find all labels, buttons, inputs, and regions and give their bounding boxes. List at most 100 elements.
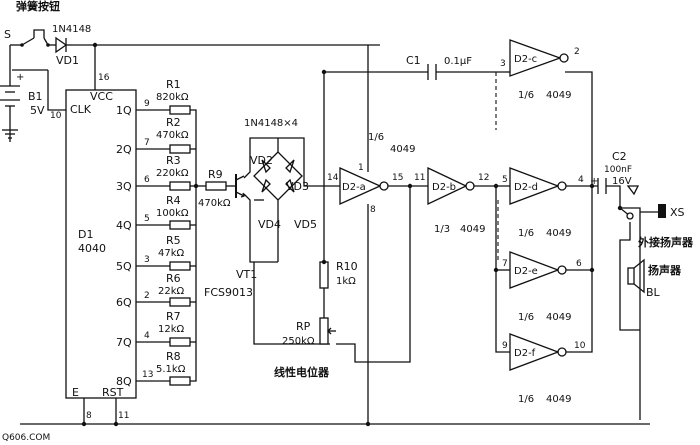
resistor-r8-ref: R8 [166,350,181,363]
ic-rst-pin: 11 [118,411,129,421]
gate-d2-f-part: 4049 [546,394,571,405]
bridge-vd3: VD3 [286,180,309,193]
junction-dots [81,42,623,427]
gate-d2-e-frac: 1/6 [518,312,534,323]
resistor-r4-value: 100kΩ [156,208,189,219]
c1-value: 0.1μF [444,56,472,67]
gate-d2-d-pin-in: 5 [502,175,508,185]
transistor-ref: VT1 [236,268,257,281]
gate-d2-a-pin-in: 14 [327,173,339,183]
diode-vd1 [55,36,72,54]
resistor-r2-value: 470kΩ [156,130,189,141]
ic-output-7q: 7Q [116,336,132,349]
gate-d2-f-pin-in: 9 [502,341,508,351]
jack-xs [626,185,666,220]
resistor-r9 [205,181,227,191]
ic-output-1q: 1Q [116,104,132,117]
gate-d2-b-frac: 1/3 [434,224,450,235]
resistor-r2 [169,144,191,154]
resistor-r8 [169,376,191,386]
gate-d2-d-pin-out: 4 [578,175,584,185]
gate-d2-d-label: D2-d [514,182,538,193]
gate-d2-c-frac: 1/6 [518,90,534,101]
resistor-r3 [169,181,191,191]
ic-ref: D1 [78,228,93,241]
ic-output-pin-2q: 7 [144,138,150,148]
gate-d2-e [509,251,567,289]
diode-bridge [253,151,303,248]
ic-output-2q: 2Q [116,143,132,156]
bridge-vd2: VD2 [250,154,273,167]
resistor-r7 [169,337,191,347]
gate-d2-b-pin-in: 11 [414,173,425,183]
resistor-r1-value: 820kΩ [156,92,189,103]
ic-output-pin-4q: 5 [144,214,150,224]
ic-clk-label: CLK [70,103,92,116]
resistor-r2-ref: R2 [166,116,181,129]
gate-d2-f-pin-out: 10 [574,341,586,351]
gate-d2-d-frac: 1/6 [518,228,534,239]
gate-d2-e-pin-in: 7 [502,259,508,269]
c2-plus: + [590,176,598,187]
gate-d2-a-part: 4049 [390,144,415,155]
jack-ref: XS [670,206,685,219]
resistor-r6-ref: R6 [166,272,181,285]
ic-output-pin-1q: 9 [144,99,150,109]
gate-d2-c-label: D2-c [514,54,537,65]
resistor-r4 [169,220,191,230]
ic-output-4q: 4Q [116,219,132,232]
gate-d2-b-label: D2-b [432,182,456,193]
ic-output-pin-7q: 4 [144,331,150,341]
battery-voltage: 5V [30,104,45,117]
c1-ref: C1 [406,54,421,67]
capacitor-c2 [597,178,607,194]
resistor-r7-value: 12kΩ [158,324,185,335]
gate-d2-f [509,333,567,371]
resistor-r5 [169,261,191,271]
resistor-r1-ref: R1 [166,78,181,91]
gate-d2-c [506,39,569,77]
gate-d2-e-label: D2-e [514,266,538,277]
resistor-r8-value: 5.1kΩ [156,364,186,375]
resistor-r10-value: 1kΩ [336,276,356,287]
gate-d2-b-pin-out: 12 [478,173,489,183]
diode-vd1-type: 1N4148 [52,24,91,35]
gate-d2-e-pin-out: 6 [576,259,582,269]
resistor-r6-value: 22kΩ [158,286,185,297]
ic-clk-pin: 10 [50,111,62,121]
resistor-r5-ref: R5 [166,234,181,247]
gate-d2-a [339,166,389,206]
resistor-r4-ref: R4 [166,194,181,207]
resistor-r7-ref: R7 [166,310,181,323]
speaker-caption: 扬声器 [648,263,682,277]
ic-d1 [65,89,137,399]
ic-e-pin: 8 [86,411,92,421]
rp-value: 250kΩ [282,336,315,347]
ic-vcc-pin: 16 [98,73,110,83]
gate-d2-e-part: 4049 [546,312,571,323]
ic-output-pin-3q: 6 [144,175,150,185]
bridge-vd5: VD5 [294,218,317,231]
battery-label: B1 [28,90,43,103]
transistor-part: FCS9013 [204,286,253,299]
gate-d2-f-frac: 1/6 [518,394,534,405]
ic-e-label: E [72,386,79,399]
gate-d2-c-part: 4049 [546,90,571,101]
ic-part: 4040 [78,242,106,255]
ic-rst-label: RST [102,386,124,399]
resistor-r3-value: 220kΩ [156,168,189,179]
c2-voltage: 16V [612,176,632,187]
potentiometer-rp [319,317,336,345]
switch-s [20,29,50,47]
speaker-bl [627,258,645,294]
gate-d2-b-part: 4049 [460,224,485,235]
gate-d2-a-pin-out: 15 [392,173,403,183]
ic-output-3q: 3Q [116,180,132,193]
resistor-r9-value: 470kΩ [198,198,231,209]
resistor-r10 [319,261,329,289]
resistor-r5-value: 47kΩ [158,248,185,259]
rp-caption: 线性电位器 [274,365,330,379]
c2-ref: C2 [612,150,627,163]
rp-ref: RP [296,320,311,333]
